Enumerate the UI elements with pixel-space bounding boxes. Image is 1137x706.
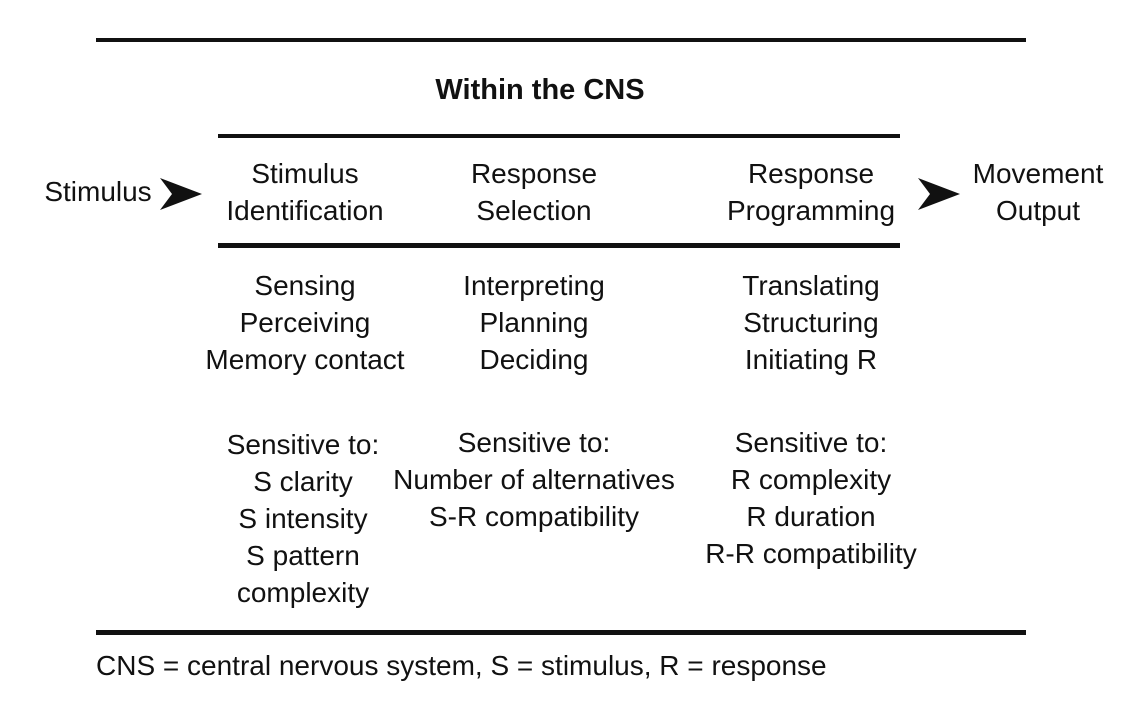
sensitive-item: R complexity: [730, 464, 892, 495]
output-label: Movement Output: [958, 155, 1118, 229]
process-item: Translating: [742, 270, 880, 301]
stage-sensitivity-response-selection: Sensitive to: Number of alternatives S-R…: [374, 424, 694, 535]
stage-sensitivity-stimulus-identification: Sensitive to: S clarity S intensity S pa…: [183, 426, 423, 611]
sensitive-label: Sensitive to:: [734, 427, 888, 458]
stage-name-line: Response: [747, 158, 875, 189]
stage-name-response-selection: Response Selection: [414, 155, 654, 229]
sensitive-label: Sensitive to:: [226, 429, 380, 460]
process-item: Deciding: [479, 344, 589, 375]
sensitive-item: R-R compatibility: [705, 538, 917, 569]
process-item: Initiating R: [744, 344, 878, 375]
diagram-title: Within the CNS: [435, 74, 645, 106]
stage-processes-response-programming: Translating Structuring Initiating R: [691, 267, 931, 378]
process-item: Memory contact: [205, 344, 405, 375]
stage-name-response-programming: Response Programming: [691, 155, 931, 229]
sensitive-item: S clarity: [253, 466, 353, 497]
footnote: CNS = central nervous system, S = stimul…: [96, 650, 827, 681]
stage-name-stimulus-identification: Stimulus Identification: [185, 155, 425, 229]
process-item: Planning: [479, 307, 589, 338]
sensitive-item: Number of alternatives: [393, 464, 675, 495]
stage-name-line: Response: [470, 158, 598, 189]
stage-name-line: Selection: [476, 195, 592, 226]
output-line: Output: [995, 195, 1081, 226]
output-line: Movement: [972, 158, 1104, 189]
process-item: Perceiving: [239, 307, 371, 338]
sensitive-item: S intensity: [238, 503, 368, 534]
sensitive-item: R duration: [746, 501, 876, 532]
stage-name-line: Identification: [226, 195, 384, 226]
input-label: Stimulus: [44, 176, 152, 207]
sensitive-label: Sensitive to:: [457, 427, 611, 458]
sensitive-item: S-R compatibility: [428, 501, 640, 532]
stage-processes-stimulus-identification: Sensing Perceiving Memory contact: [185, 267, 425, 378]
bottom-rule: [96, 630, 1026, 635]
arrowhead-right-icon: [918, 178, 960, 210]
top-rule: [96, 38, 1026, 42]
process-item: Interpreting: [463, 270, 605, 301]
stage-name-line: Stimulus: [251, 158, 359, 189]
arrowhead-right-icon: [160, 178, 202, 210]
process-item: Sensing: [254, 270, 356, 301]
sensitive-item: S pattern: [246, 540, 360, 571]
stage-sensitivity-response-programming: Sensitive to: R complexity R duration R-…: [671, 424, 951, 572]
sensitive-item: complexity: [236, 577, 370, 608]
stage-name-line: Programming: [726, 195, 896, 226]
process-item: Structuring: [743, 307, 879, 338]
stage-processes-response-selection: Interpreting Planning Deciding: [414, 267, 654, 378]
stage-header-top-rule: [218, 134, 900, 138]
stage-header-bottom-rule: [218, 243, 900, 248]
